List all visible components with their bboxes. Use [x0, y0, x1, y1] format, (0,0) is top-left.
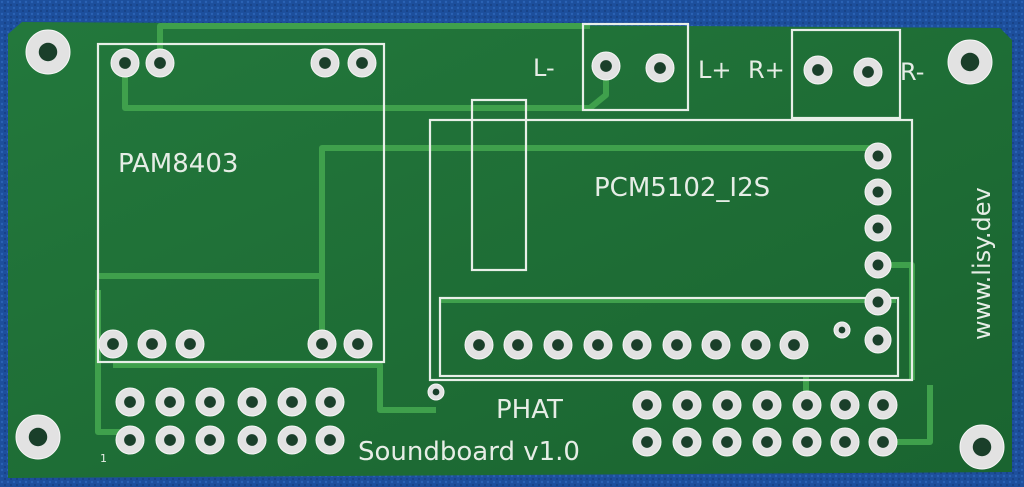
via-drill — [838, 326, 846, 334]
gpio-pad-drill — [761, 399, 773, 411]
label-title: Soundboard v1.0 — [358, 437, 580, 467]
gpio-pad-drill — [839, 436, 851, 448]
via-drill — [432, 388, 440, 396]
header-pad-drill — [512, 339, 524, 351]
gpio-pad-drill — [801, 399, 813, 411]
header-pad-drill — [671, 339, 683, 351]
header-pad-drill — [750, 339, 762, 351]
label-r-plus: R+ — [748, 56, 785, 84]
header-pad-drill — [631, 339, 643, 351]
pad-drill — [812, 64, 824, 76]
gpio-pad-drill — [877, 436, 889, 448]
label-pam8403: PAM8403 — [118, 149, 238, 179]
gpio-pad-drill — [246, 396, 258, 408]
gpio-pad-drill — [204, 396, 216, 408]
gpio-pad-drill — [877, 399, 889, 411]
pad-drill — [600, 60, 612, 72]
label-phat: PHAT — [496, 395, 563, 425]
pad-drill — [154, 57, 166, 69]
gpio-pad-drill — [164, 434, 176, 446]
pad-drill — [356, 57, 368, 69]
mounting-hole-drill — [972, 437, 992, 457]
label-pcm5102: PCM5102_I2S — [594, 173, 770, 203]
label-r-minus: R- — [900, 58, 924, 86]
gpio-pad-drill — [839, 399, 851, 411]
header-pad-drill — [552, 339, 564, 351]
pcm5102-outline — [428, 118, 914, 382]
pad-drill — [862, 66, 874, 78]
mounting-hole-drill — [28, 427, 48, 447]
pcm-pin-pad-drill — [872, 222, 884, 234]
pad-drill — [119, 57, 131, 69]
gpio-pad-drill — [721, 436, 733, 448]
gpio-pad-drill — [324, 396, 336, 408]
pad-drill — [146, 338, 158, 350]
header-pad-drill — [788, 339, 800, 351]
gpio-pad-drill — [164, 396, 176, 408]
silkscreen — [96, 22, 914, 382]
pcm-pin-pad-drill — [872, 259, 884, 271]
gpio-pad-drill — [286, 396, 298, 408]
pad-drill — [352, 338, 364, 350]
label-l-plus: L+ — [698, 56, 731, 84]
pam8403-outline — [96, 42, 386, 364]
pcm-pin-pad-drill — [872, 150, 884, 162]
right-speaker-connector-outline — [790, 28, 902, 120]
gpio-pad-drill — [641, 399, 653, 411]
gpio-pad-drill — [246, 434, 258, 446]
gpio-pad-drill — [801, 436, 813, 448]
pads — [98, 48, 898, 457]
header-pad-drill — [592, 339, 604, 351]
label-website: www.lisy.dev — [968, 187, 996, 340]
mounting-hole-drill — [960, 52, 980, 72]
pad-drill — [107, 338, 119, 350]
label-l-minus: L- — [533, 54, 555, 82]
gpio-pad-drill — [681, 399, 693, 411]
mounting-holes — [15, 29, 1005, 470]
chip-outline — [470, 98, 528, 272]
pcm-pin-pad-drill — [872, 334, 884, 346]
pad-drill — [316, 338, 328, 350]
mounting-hole-drill — [38, 42, 58, 62]
pad-drill — [319, 57, 331, 69]
gpio-pad-drill — [681, 436, 693, 448]
pcm-header-outline — [438, 296, 900, 378]
header-pad-drill — [710, 339, 722, 351]
gpio-pad-drill — [286, 434, 298, 446]
pad-drill — [184, 338, 196, 350]
header-pad-drill — [473, 339, 485, 351]
gpio-pad-drill — [204, 434, 216, 446]
gpio-pad-drill — [761, 436, 773, 448]
pcm-pin-pad-drill — [872, 186, 884, 198]
gpio-pad-drill — [124, 396, 136, 408]
gpio-pad-drill — [641, 436, 653, 448]
gpio-pad-drill — [721, 399, 733, 411]
pcm-pin-pad-drill — [872, 296, 884, 308]
gpio-pad-drill — [124, 434, 136, 446]
label-pin-one: 1 — [100, 452, 107, 465]
left-speaker-connector-outline — [581, 22, 690, 112]
gpio-pad-drill — [324, 434, 336, 446]
pad-drill — [654, 62, 666, 74]
